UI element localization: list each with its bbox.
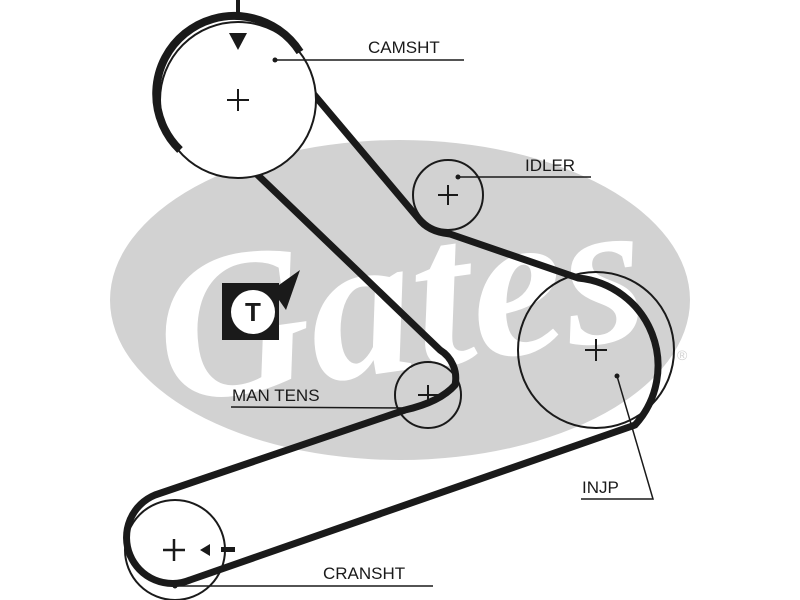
crosshair-icon xyxy=(418,385,438,405)
label-crankshaft: CRANSHT xyxy=(323,564,405,583)
camshaft-pulley xyxy=(152,0,317,179)
crankshaft-pulley xyxy=(124,499,235,600)
label-manual-tensioner: MAN TENS xyxy=(232,386,320,405)
label-injection-pump: INJP xyxy=(582,478,619,497)
idler-pulley xyxy=(412,159,484,231)
timing-mark-arrow-icon xyxy=(229,33,247,50)
manual-tensioner-pulley xyxy=(394,361,462,429)
crosshair-icon xyxy=(227,89,249,111)
camshaft-belt-wrap xyxy=(152,11,304,153)
label-idler: IDLER xyxy=(525,156,575,175)
crosshair-icon xyxy=(438,185,458,205)
callout-manual-tensioner: MAN TENS xyxy=(230,386,416,411)
callout-injection-pump: INJP xyxy=(581,373,655,500)
callout-camshaft: CAMSHT xyxy=(272,38,464,63)
registered-mark: ® xyxy=(677,347,688,363)
tensioner-badge: T xyxy=(222,270,300,340)
callout-idler: IDLER xyxy=(455,156,591,180)
manual-tensioner-pulley-circle xyxy=(394,361,462,429)
injection-pump-pulley-circle xyxy=(517,271,675,429)
label-camshaft: CAMSHT xyxy=(368,38,440,57)
crank-timing-dash xyxy=(221,547,235,552)
crank-timing-arrow-icon xyxy=(200,544,210,556)
idler-pulley-circle xyxy=(412,159,484,231)
callout-crankshaft: CRANSHT xyxy=(172,564,433,589)
tensioner-badge-letter: T xyxy=(245,297,261,327)
logo-oval xyxy=(110,140,690,460)
crosshair-icon xyxy=(585,339,607,361)
crosshair-icon xyxy=(163,539,185,561)
injection-pump-pulley xyxy=(517,271,675,429)
